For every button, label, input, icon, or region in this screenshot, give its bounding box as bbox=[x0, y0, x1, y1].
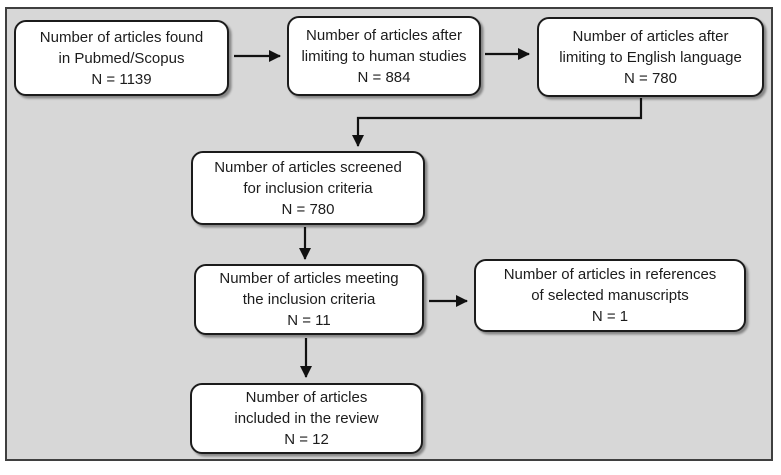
box-line: Number of articles meeting bbox=[219, 270, 399, 287]
box-line: for inclusion criteria bbox=[243, 179, 373, 197]
box-line: Number of articles screened bbox=[214, 158, 402, 176]
box-line: in Pubmed/Scopus bbox=[58, 49, 185, 67]
flow-box-english-language: Number of articles after limiting to Eng… bbox=[537, 17, 764, 97]
box-line: N = 780 bbox=[281, 200, 335, 218]
box-line: N = 12 bbox=[284, 431, 329, 448]
flow-box-included-in-review: Number of articles included in the revie… bbox=[190, 383, 423, 454]
box-line: Number of articles bbox=[245, 389, 368, 406]
box-line: limiting to human studies bbox=[301, 47, 467, 65]
flow-box-references: Number of articles in references of sele… bbox=[474, 259, 746, 332]
box-line: limiting to English language bbox=[559, 48, 742, 66]
box-line: of selected manuscripts bbox=[531, 287, 689, 304]
box-line: N = 1139 bbox=[91, 70, 152, 88]
flow-box-human-studies: Number of articles after limiting to hum… bbox=[287, 16, 481, 96]
flow-box-found-pubmed-scopus: Number of articles found in Pubmed/Scopu… bbox=[14, 20, 229, 96]
box-line: N = 780 bbox=[624, 69, 677, 87]
box-line: N = 884 bbox=[357, 68, 411, 86]
box-line: Number of articles in references bbox=[503, 266, 717, 283]
flow-box-screened: Number of articles screened for inclusio… bbox=[191, 151, 425, 225]
box-line: Number of articles after bbox=[572, 27, 729, 45]
box-line: N = 11 bbox=[287, 312, 331, 329]
box-line: N = 1 bbox=[591, 308, 629, 325]
box-line: Number of articles after bbox=[306, 26, 462, 44]
box-line: included in the review bbox=[234, 410, 379, 427]
box-line: Number of articles found bbox=[39, 28, 204, 46]
flow-box-meeting-criteria: Number of articles meeting the inclusion… bbox=[194, 264, 424, 335]
box-line: the inclusion criteria bbox=[242, 291, 376, 308]
